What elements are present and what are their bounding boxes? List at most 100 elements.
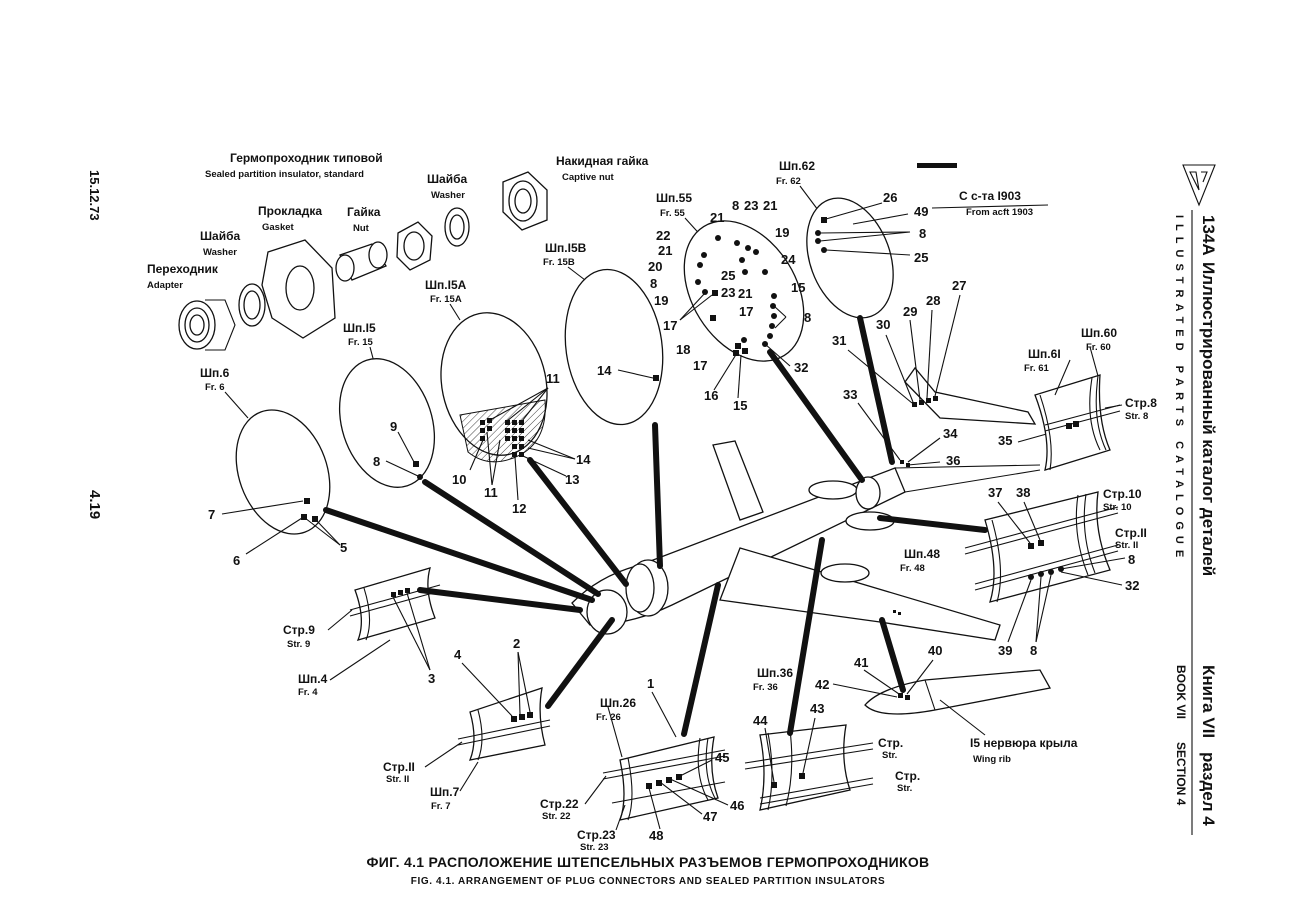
tail-item-36: 36 — [946, 453, 960, 468]
frame-fr55: Шп.55 Fr. 55 8 23 21 21 19 22 24 21 25 — [648, 191, 865, 483]
fr15-label-ru: Шп.I5 — [343, 321, 376, 335]
str11b-label-en: Str. II — [386, 774, 409, 785]
nose-section — [586, 589, 628, 635]
fr55-item-17a: 17 — [663, 318, 677, 333]
fr6-label-ru: Шп.6 — [200, 366, 230, 380]
engine-1 — [808, 480, 858, 500]
fr61-label-en: Fr. 61 — [1024, 363, 1050, 374]
fr55-item-15b: 15 — [733, 398, 747, 413]
washer1-label-en: Washer — [203, 247, 237, 258]
str8-label-en: Str. 8 — [1125, 411, 1148, 422]
str22-label-en: Str. 22 — [542, 811, 571, 822]
fr7-label-en: Fr. 7 — [431, 801, 451, 812]
fr15a-label-ru: Шп.I5А — [425, 278, 467, 292]
tail-item-35: 35 — [998, 433, 1012, 448]
fr26-item-47: 47 — [703, 809, 717, 824]
fr55-label-ru: Шп.55 — [656, 191, 692, 205]
tail-item-33: 33 — [843, 387, 857, 402]
fr15a-item-13: 13 — [565, 472, 579, 487]
adapter-part — [178, 299, 236, 351]
str23-label-ru: Стр.23 — [577, 828, 616, 842]
header-section-en: SECTION 4 — [1174, 742, 1188, 806]
fr55-item-8c: 8 — [804, 310, 811, 325]
fr55-label-en: Fr. 55 — [660, 208, 686, 219]
captive-nut-label-en: Captive nut — [562, 172, 615, 183]
tail-item-28: 28 — [926, 293, 940, 308]
cabin-section-inner — [625, 563, 655, 613]
fr4-label-ru: Шп.4 — [298, 672, 328, 686]
str9-label-ru: Стр.9 — [283, 623, 315, 637]
wing-item-42: 42 — [815, 677, 829, 692]
gasket-label-en: Gasket — [262, 222, 295, 233]
fr55-connectors — [695, 235, 777, 356]
fr55-item-21a: 21 — [763, 198, 777, 213]
str-plain1-ru: Стр. — [878, 736, 903, 750]
header-section-ru: раздел 4 — [1199, 752, 1218, 826]
fr7-item-2: 2 — [513, 636, 520, 651]
washer2-label-ru: Шайба — [427, 172, 468, 186]
fr4-item-4: 3 — [428, 671, 435, 686]
str11b-label-ru: Стр.II — [383, 760, 415, 774]
fr4-label-en: Fr. 4 — [298, 687, 318, 698]
fr55-item-23b: 23 — [721, 285, 735, 300]
captive-nut-label-ru: Накидная гайка — [556, 154, 649, 168]
str22-label-ru: Стр.22 — [540, 797, 579, 811]
panel-fr48: Стр.10 Str. 10 Стр.II Str. II Шп.48 Fr. … — [877, 485, 1147, 658]
header-model: 134A — [1199, 215, 1218, 256]
str10-label-ru: Стр.10 — [1103, 487, 1142, 501]
panel-fr36: Шп.36 Fr. 36 44 43 Стр. Str. Стр. Str. — [744, 537, 920, 811]
frame-fr15: Шп.I5 Fr. 15 9 8 — [338, 321, 601, 597]
insulator-label-en: Sealed partition insulator, standard — [205, 169, 364, 180]
fr55-item-16: 16 — [704, 388, 718, 403]
str-plain2-ru: Стр. — [895, 769, 920, 783]
fr6-item-5: 5 — [340, 540, 347, 555]
frame-fr15b: Шп.I5В Fr. 15B 14 — [543, 241, 664, 569]
fr15b-label-ru: Шп.I5В — [545, 241, 587, 255]
adapter-label-ru: Переходник — [147, 262, 219, 276]
fr15a-item-12: 12 — [512, 501, 526, 516]
fr26-label-ru: Шп.26 — [600, 696, 636, 710]
fr48-item-8b: 8 — [1030, 643, 1037, 658]
fr26-item-48: 48 — [649, 828, 663, 843]
fr62-item-26: 26 — [883, 190, 897, 205]
tail-item-30: 30 — [876, 317, 890, 332]
str8-label-ru: Стр.8 — [1125, 396, 1157, 410]
fr55-item-21d: 21 — [738, 286, 752, 301]
fr26-item-45: 45 — [715, 750, 729, 765]
fr60-label-ru: Шп.60 — [1081, 326, 1117, 340]
aft-fuselage — [894, 464, 1041, 469]
header-block: 134A Иллюстрированный каталог деталей IL… — [1173, 164, 1218, 835]
caption-ru: ФИГ. 4.1 РАСПОЛОЖЕНИЕ ШТЕПСЕЛЬНЫХ РАЗЪЕМ… — [367, 854, 930, 870]
fr62-label-en: Fr. 62 — [776, 176, 801, 187]
gasket-part — [261, 239, 336, 339]
tail-item-27: 27 — [952, 278, 966, 293]
panel-fr4: Стр.9 Str. 9 Шп.4 Fr. 4 3 — [283, 567, 583, 698]
panel-fr60: Шп.60 Fr. 60 Шп.6I Fr. 61 Стр.8 Str. 8 — [1024, 326, 1157, 471]
fr48-item-8a: 8 — [1128, 552, 1135, 567]
fr36-label-ru: Шп.36 — [757, 666, 793, 680]
tailplane — [904, 366, 1037, 425]
hex-nut-part — [396, 221, 433, 271]
header-book-ru: Книга VII — [1199, 665, 1218, 738]
frame-fr62: Шп.62 Fr. 62 26 49 8 25 С с-та I903 From… — [776, 159, 1049, 465]
fr26-item-1: 1 — [647, 676, 654, 691]
str-plain2-en: Str. — [897, 783, 912, 794]
fr55-item-23a: 23 — [744, 198, 758, 213]
fr55-item-32: 32 — [794, 360, 808, 375]
wing — [719, 547, 1001, 641]
tail-item-29: 29 — [903, 304, 917, 319]
fin — [712, 440, 764, 521]
date-stamp: 15.12.73 — [87, 170, 102, 221]
aircraft — [571, 366, 1041, 641]
frame-fr6: Шп.6 Fr. 6 7 6 5 — [200, 366, 595, 603]
nut-label-ru: Гайка — [347, 205, 381, 219]
tail-callouts: 27 28 29 30 31 33 34 36 35 — [832, 278, 1069, 468]
fr62-label-ru: Шп.62 — [779, 159, 815, 173]
str11-label-en: Str. II — [1115, 540, 1138, 551]
fr15a-connectors — [480, 418, 524, 457]
fr15a-item-10: 10 — [452, 472, 466, 487]
fr26-item-46: 46 — [730, 798, 744, 813]
tu-emblem-icon — [1182, 164, 1216, 207]
gasket-label-ru: Прокладка — [258, 204, 322, 218]
header-bar — [917, 163, 957, 168]
